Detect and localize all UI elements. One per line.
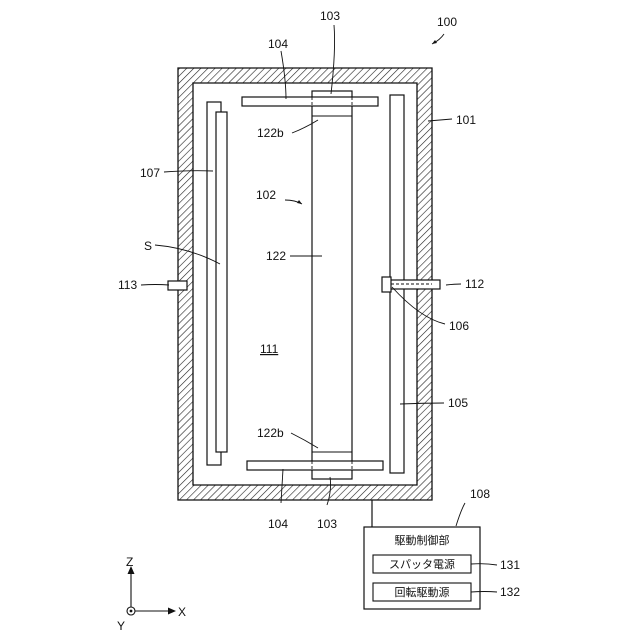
target-arrowhead	[297, 200, 302, 204]
label-122b-bottom: 122b	[257, 426, 284, 440]
label-131: 131	[500, 558, 520, 572]
controller-title: 駆動制御部	[395, 533, 450, 547]
label-105: 105	[448, 396, 468, 410]
label-106: 106	[449, 319, 469, 333]
support-plate-bottom	[247, 461, 383, 470]
label-103-bottom: 103	[317, 517, 337, 531]
axis-label-y: Y	[117, 619, 125, 633]
gas-port-left	[168, 281, 187, 290]
label-103-top: 103	[320, 9, 340, 23]
label-107: 107	[140, 166, 160, 180]
label-112: 112	[465, 277, 484, 291]
label-104-bottom: 104	[268, 517, 288, 531]
label-102: 102	[256, 188, 276, 202]
label-122: 122	[266, 249, 286, 263]
axis-indicator	[127, 566, 176, 615]
port-nozzle-right	[382, 277, 391, 292]
label-101: 101	[456, 113, 476, 127]
support-plate-top	[242, 97, 378, 106]
axis-label-x: X	[178, 605, 186, 619]
label-132: 132	[500, 585, 520, 599]
label-108: 108	[470, 487, 490, 501]
label-111: 111	[260, 342, 279, 356]
label-S: S	[144, 239, 152, 253]
figure-arrowhead	[432, 40, 437, 44]
rotary-target	[312, 91, 352, 479]
label-113: 113	[118, 278, 137, 292]
gas-port-right	[385, 280, 440, 289]
sputter-power-label: スパッタ電源	[389, 557, 455, 571]
label-100: 100	[437, 15, 457, 29]
label-104-top: 104	[268, 37, 288, 51]
substrate	[216, 112, 227, 452]
rotation-source-label: 回転駆動源	[395, 585, 450, 599]
axis-label-z: Z	[126, 555, 133, 569]
label-122b-top: 122b	[257, 126, 284, 140]
